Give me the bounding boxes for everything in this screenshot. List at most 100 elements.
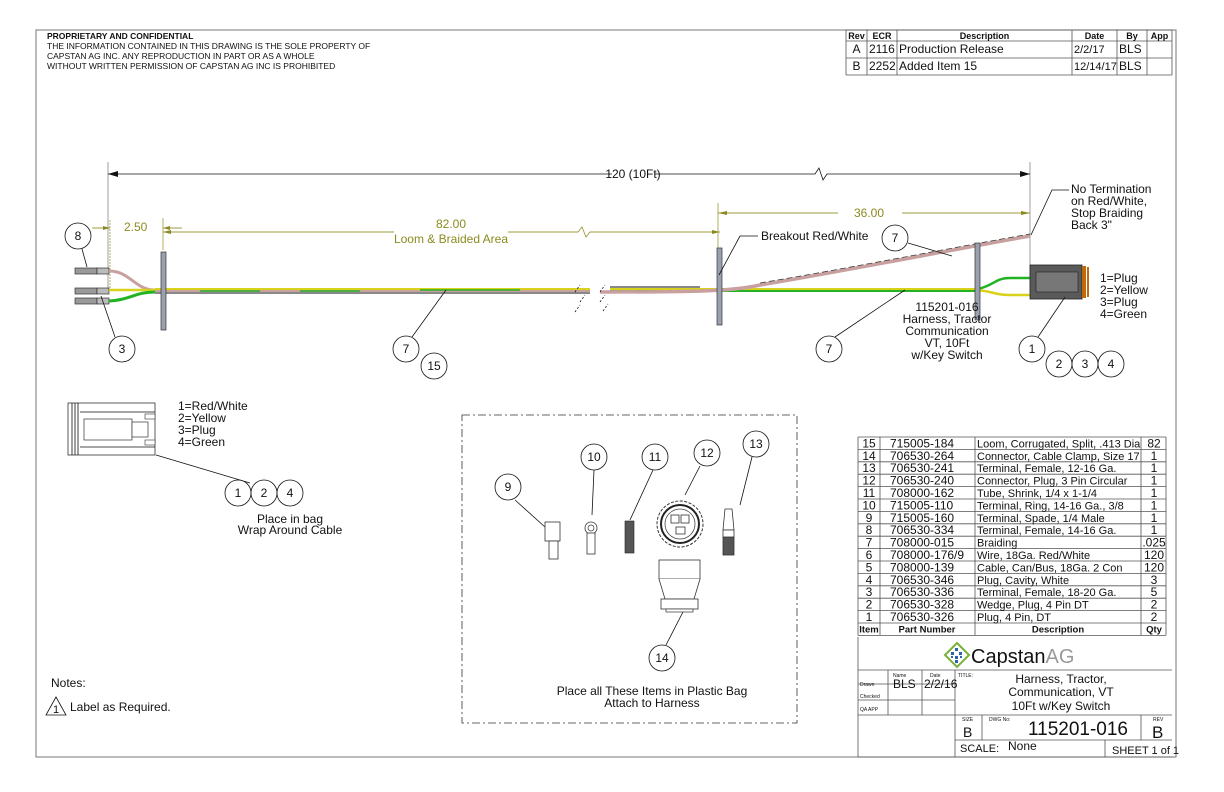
qa-label: QA APP (860, 707, 879, 713)
bom-part-number: 706530-264 (890, 449, 954, 463)
item-balloon: 15 (420, 352, 448, 380)
balloon-number: 14 (655, 651, 669, 665)
bom-qty: 1 (1151, 523, 1158, 537)
scale-value: None (1008, 739, 1037, 753)
rev-cell: BLS (1119, 42, 1142, 56)
item-balloon: 10 (580, 443, 608, 471)
pin-label: 3=Plug (1100, 295, 1138, 309)
rev-label: REV (1153, 717, 1164, 723)
bom-item: 15 (862, 436, 876, 450)
ring-terminal (584, 521, 598, 555)
left-terminals (74, 267, 110, 305)
bom-part-number: 706530-326 (890, 610, 954, 624)
item-balloon: 12 (693, 439, 721, 467)
item-balloon: 9 (494, 473, 522, 501)
sheet-size: B (963, 724, 972, 740)
wire-bundle (108, 233, 1031, 313)
bom-item: 1 (866, 610, 873, 624)
bom-part-number: 715005-110 (890, 498, 953, 512)
stub-length: 2.50 (124, 220, 148, 234)
bom-item: 13 (862, 461, 876, 475)
checked-label: Checked (860, 694, 880, 700)
bom-item: 11 (863, 486, 876, 500)
balloon-number: 7 (403, 342, 410, 356)
bom-description: Braiding (977, 538, 1017, 550)
no-termination-callout: No Termination on Red/White, Stop Braidi… (1030, 182, 1151, 236)
note-number: 1 (53, 704, 59, 716)
notice-line: THE INFORMATION CONTAINED IN THIS DRAWIN… (47, 41, 370, 51)
bom-qty: 5 (1151, 585, 1158, 599)
breakout-dimension: 36.00 (717, 203, 1030, 250)
balloon-number: 15 (427, 359, 441, 373)
plastic-bag-note: Place all These Items in Plastic Bag (557, 684, 748, 698)
item-balloon: 7 (815, 335, 843, 363)
bom-qty: 1 (1151, 461, 1158, 475)
loom-clamp (160, 251, 167, 331)
stub-dimension: 2.50 (92, 218, 182, 292)
bom-item: 5 (866, 560, 873, 574)
bom-item: 14 (862, 449, 876, 463)
balloon-number: 1 (235, 486, 242, 500)
loom-length: 82.00 (436, 217, 466, 231)
balloon-number: 10 (587, 450, 601, 464)
bom-description: Plug, Cavity, White (977, 575, 1069, 587)
leader-lines (81, 242, 1066, 646)
bom-description: Terminal, Ring, 14-16 Ga., 3/8 (977, 500, 1124, 512)
bom-item: 8 (866, 523, 873, 537)
bom-description: Plug, 4 Pin, DT (977, 612, 1051, 624)
title-label: TITLE: (958, 673, 973, 679)
bom-item: 2 (866, 598, 873, 612)
drawing-rev: B (1152, 723, 1163, 742)
harness-line: VT, 10Ft (925, 336, 970, 350)
pin-label: 1=Plug (1100, 271, 1138, 285)
note-line: Stop Braiding (1071, 206, 1143, 220)
spade-terminal (544, 521, 561, 560)
breakout-clamp (716, 247, 723, 326)
bom-header: Qty (1146, 624, 1163, 635)
rev-cell: Added Item 15 (899, 59, 977, 73)
bom-part-number: 708000-176/9 (890, 548, 964, 562)
breakout-length: 36.00 (854, 206, 884, 220)
bom-description: Terminal, Spade, 1/4 Male (977, 513, 1105, 525)
item-balloon: 3 (108, 335, 136, 363)
item-balloon: 7 (881, 224, 909, 252)
notice-line: WITHOUT WRITTEN PERMISSION OF CAPSTAN AG… (47, 61, 335, 71)
right-pinout: 1=Plug 2=Yellow 3=Plug 4=Green (1100, 271, 1148, 321)
pin-label: 2=Yellow (1100, 283, 1148, 297)
breakout-callout: Breakout Red/White (718, 229, 869, 276)
harness-label: 115201-016 Harness, Tractor Communicatio… (903, 300, 992, 362)
date-label: Date (930, 673, 941, 679)
balloon-number: 7 (826, 342, 833, 356)
note-line: No Termination (1071, 182, 1151, 196)
rev-cell: 2252 (869, 59, 896, 73)
logo-text: Capstan (971, 646, 1046, 668)
rev-cell: 12/14/17 (1074, 61, 1117, 73)
bom-item: 4 (866, 573, 873, 587)
rev-header: By (1126, 31, 1138, 41)
title-block: CapstanAG Name Date Drawn Checked QA APP… (857, 637, 1179, 758)
notes-heading: Notes: (51, 676, 86, 690)
note-line: on Red/White, (1071, 194, 1147, 208)
bom-header: Part Number (898, 624, 955, 635)
bom-part-number: 706530-346 (890, 573, 954, 587)
svg-text:CapstanAG: CapstanAG (971, 646, 1074, 668)
rev-header: Rev (848, 31, 865, 41)
cable-clamp (658, 559, 701, 613)
rev-cell: Production Release (899, 42, 1004, 56)
balloon-number: 13 (749, 437, 763, 451)
rev-cell: 2116 (869, 42, 895, 56)
confidential-notice: PROPRIETARY AND CONFIDENTIAL THE INFORMA… (47, 31, 370, 71)
bom-description: Terminal, Female, 12-16 Ga. (977, 463, 1116, 475)
bag-note: Place in bag (257, 512, 323, 526)
item-balloon: 14 (648, 644, 676, 672)
pin-label: 2=Yellow (178, 411, 226, 425)
item-balloon: 4 (1097, 350, 1125, 378)
pin-label: 3=Plug (178, 423, 216, 437)
